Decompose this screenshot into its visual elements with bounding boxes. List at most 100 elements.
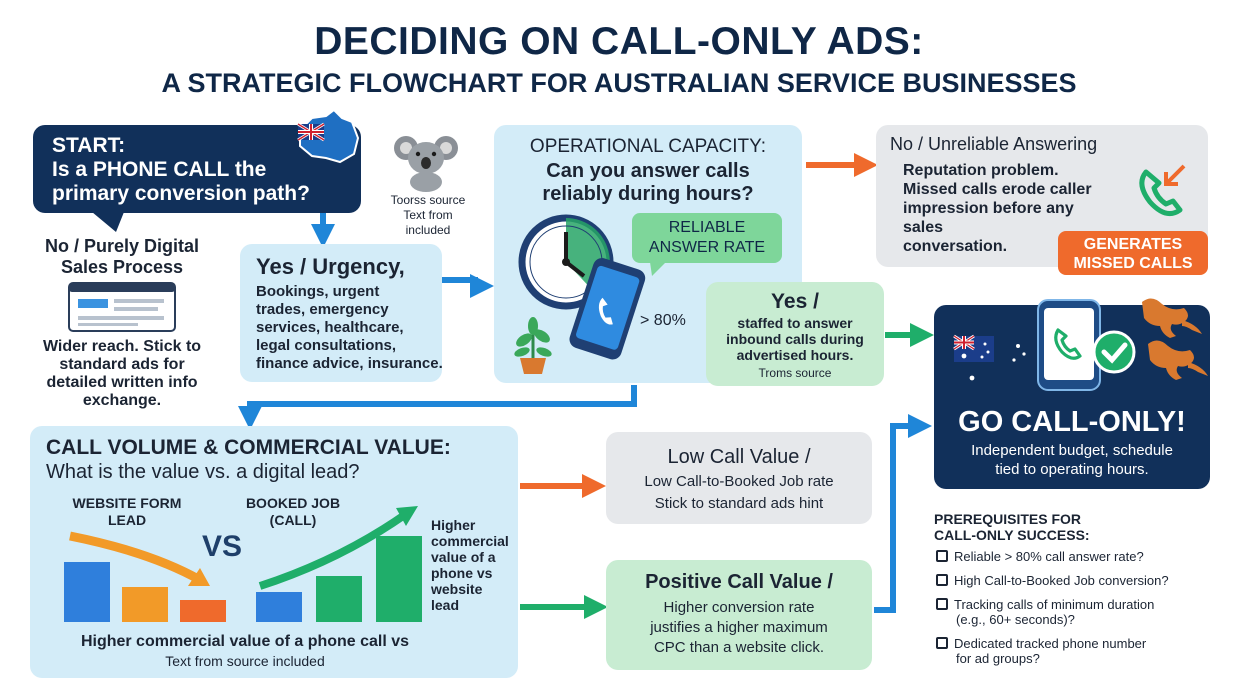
arrow-operational-to-callvolume xyxy=(238,385,637,430)
arrow-yes-to-operational xyxy=(442,274,494,298)
yes-urgency-line5: finance advice, insurance. xyxy=(256,355,443,372)
koala-note-line1: Toorss source xyxy=(390,193,466,207)
go-call-only-line1: Independent budget, schedule xyxy=(971,442,1173,459)
yes-staffed-box xyxy=(706,282,884,386)
comparison-bars xyxy=(64,506,422,622)
booked-job-label-line1: BOOKED JOB xyxy=(245,495,341,511)
prereq-item4-label: Dedicated tracked phone number xyxy=(954,636,1147,651)
call-volume-question: What is the value vs. a digital lead? xyxy=(46,461,360,483)
yes-staffed-title: Yes / xyxy=(771,290,819,313)
call-volume-title: CALL VOLUME & COMMERCIAL VALUE: xyxy=(46,436,451,459)
stars-icon xyxy=(969,344,1026,381)
call-volume-footer-line2: Text from source included xyxy=(165,653,325,669)
no-digital-body-line1: Wider reach. Stick to xyxy=(42,338,202,355)
bar-call-2 xyxy=(316,576,362,622)
go-call-only-title: GO CALL-ONLY! xyxy=(958,406,1186,438)
australian-flag-icon xyxy=(953,334,994,362)
operational-question-line1: Can you answer calls xyxy=(546,160,750,182)
yes-urgency-line1: Bookings, urgent xyxy=(256,283,380,300)
prereq-item2-label: High Call-to-Booked Job conversion? xyxy=(954,573,1169,588)
missed-call-icon xyxy=(1139,164,1186,217)
prereq-checkbox-3[interactable] xyxy=(936,598,948,610)
bubble-line2: ANSWER RATE xyxy=(648,239,766,256)
unreliable-line1: Reputation problem. xyxy=(903,162,1059,179)
yes-urgency-line4: legal consultations, xyxy=(256,337,397,354)
prereq-item1-label: Reliable > 80% call answer rate? xyxy=(954,549,1144,564)
no-digital-title-line2: Sales Process xyxy=(60,257,184,277)
prereq-item4[interactable]: Dedicated tracked phone number xyxy=(936,636,1147,652)
yes-staffed-line2: inbound calls during xyxy=(726,331,864,347)
badge-line1: GENERATES xyxy=(1083,236,1183,253)
prereq-item3[interactable]: Tracking calls of minimum duration xyxy=(936,597,1155,613)
operational-question-line2: reliably during hours? xyxy=(542,183,754,205)
prereq-checkbox-2[interactable] xyxy=(936,574,948,586)
phone-icon xyxy=(569,258,646,360)
prereq-item3-line2: (e.g., 60+ seconds)? xyxy=(956,612,1075,627)
page-subtitle: A STRATEGIC FLOWCHART FOR AUSTRALIAN SER… xyxy=(161,68,1077,98)
positive-value-line2: justifies a higher maximum xyxy=(650,619,828,636)
bar-website-1 xyxy=(64,562,110,622)
yes-urgency-box xyxy=(240,244,442,382)
start-label: START: xyxy=(52,134,126,157)
positive-value-line3: CPC than a website click. xyxy=(653,639,825,656)
vs-label: VS xyxy=(202,530,243,563)
australia-map-icon xyxy=(297,108,360,164)
low-value-line1: Low Call-to-Booked Job rate xyxy=(644,473,834,490)
phone-check-icon xyxy=(1037,299,1136,391)
no-digital-body-line2: standard ads for xyxy=(59,356,185,373)
bar-call-3 xyxy=(376,536,422,622)
badge-line2: MISSED CALLS xyxy=(1073,255,1193,272)
koala-note-line2: Text from xyxy=(403,208,453,222)
call-volume-footer-line1: Higher commercial value of a phone call … xyxy=(80,633,410,650)
website-lead-label-line2: LEAD xyxy=(107,512,147,528)
prereq-item1[interactable]: Reliable > 80% call answer rate? xyxy=(936,549,1144,565)
no-digital-body-line3: detailed written info xyxy=(46,374,198,391)
booked-job-label-line2: (CALL) xyxy=(269,512,317,528)
bar-call-1 xyxy=(256,592,302,622)
low-value-line2: Stick to standard ads hint xyxy=(654,495,824,512)
yes-urgency-title: Yes / Urgency, xyxy=(256,254,405,279)
positive-value-title: Positive Call Value / xyxy=(645,571,833,593)
yes-staffed-line1: staffed to answer xyxy=(737,315,853,331)
unreliable-line3: impression before any xyxy=(903,200,1074,217)
page-title: DECIDING ON CALL-ONLY ADS: xyxy=(314,20,924,63)
plant-icon xyxy=(514,317,552,374)
no-digital-title-line1: No / Purely Digital xyxy=(44,236,200,256)
start-question-line1: Is a PHONE CALL the xyxy=(52,158,267,181)
answer-rate: > 80% xyxy=(640,312,686,329)
start-question-line2: primary conversion path? xyxy=(52,182,310,205)
operational-title: OPERATIONAL CAPACITY: xyxy=(529,136,767,157)
prereq-checkbox-4[interactable] xyxy=(936,637,948,649)
prereq-checkbox-1[interactable] xyxy=(936,550,948,562)
positive-value-box xyxy=(606,560,872,670)
go-call-only-line2: tied to operating hours. xyxy=(995,461,1149,478)
website-lead-label-line1: WEBSITE FORM xyxy=(72,495,182,511)
side-note-line6: lead xyxy=(431,597,460,613)
yes-staffed-line3: advertised hours. xyxy=(736,347,854,363)
low-value-title: Low Call Value / xyxy=(667,446,811,468)
arrow-positive-to-go xyxy=(874,414,932,613)
koala-note-line3: included xyxy=(405,223,451,237)
yes-urgency-line2: trades, emergency xyxy=(256,301,389,318)
side-note-line1: Higher xyxy=(431,517,476,533)
prereq-item3-label: Tracking calls of minimum duration xyxy=(954,597,1155,612)
unreliable-line2: Missed calls erode caller xyxy=(903,181,1092,198)
prereq-title-line2: CALL-ONLY SUCCESS: xyxy=(934,527,1090,543)
missed-calls-badge xyxy=(1058,231,1208,275)
prereq-item2[interactable]: High Call-to-Booked Job conversion? xyxy=(936,573,1169,589)
side-note-line4: phone vs xyxy=(431,565,493,581)
koala-icon xyxy=(394,136,458,192)
reliable-answer-bubble xyxy=(632,213,782,263)
no-digital-body-line4: exchange. xyxy=(82,392,162,409)
side-note-line5: website xyxy=(431,581,483,597)
bar-website-2 xyxy=(122,587,168,622)
bar-website-3 xyxy=(180,600,226,622)
kangaroo-icon xyxy=(1142,298,1208,380)
yes-urgency-line3: services, healthcare, xyxy=(256,319,404,336)
bubble-line1: RELIABLE xyxy=(668,219,746,236)
unreliable-line5: conversation. xyxy=(903,238,1008,255)
side-note-line2: commercial xyxy=(431,533,509,549)
unreliable-title: No / Unreliable Answering xyxy=(890,134,1098,154)
